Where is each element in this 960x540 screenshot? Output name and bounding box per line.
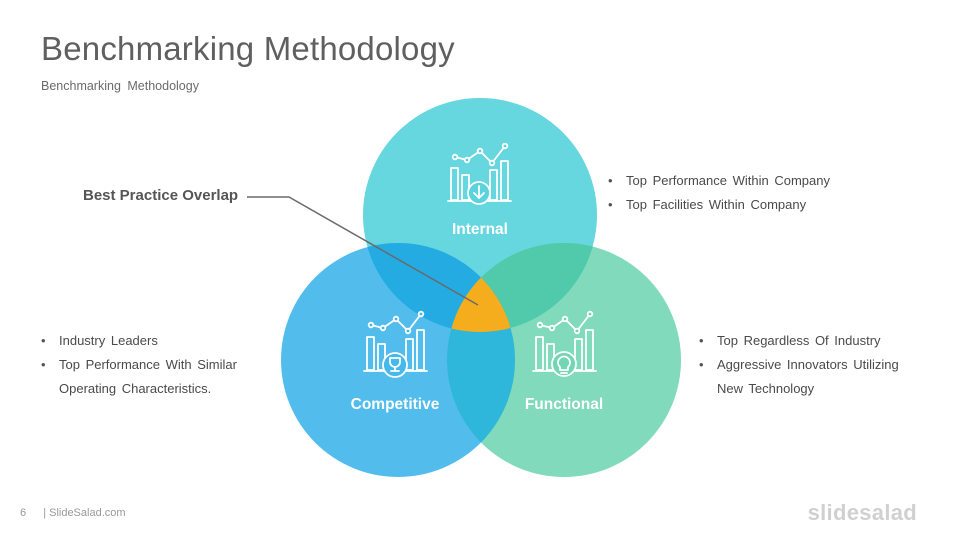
internal-bullets: Top Performance Within Company Top Facil…	[608, 169, 848, 217]
callout-leader-line	[247, 196, 479, 306]
functional-bullets: Top Regardless Of Industry Aggressive In…	[699, 329, 919, 401]
list-item: Top Regardless Of Industry	[699, 329, 919, 353]
circle-label-competitive: Competitive	[351, 396, 440, 413]
slide-subtitle: Benchmarking Methodology	[41, 79, 199, 93]
footer: 6 | SlideSalad.com	[20, 507, 126, 519]
list-item: Top Performance Within Company	[608, 169, 848, 193]
list-item: Top Facilities Within Company	[608, 193, 848, 217]
page-number: 6	[20, 507, 27, 519]
list-item: Aggressive Innovators Utilizing New Tech…	[699, 353, 919, 401]
footer-site[interactable]: | SlideSalad.com	[43, 507, 126, 519]
overlap-internal-competitive	[363, 243, 515, 332]
brand-logo: slidesalad	[807, 500, 917, 525]
circle-label-functional: Functional	[525, 396, 603, 413]
competitive-bullets: Industry Leaders Top Performance With Si…	[41, 329, 256, 401]
slide-title: Benchmarking Methodology	[41, 30, 455, 67]
overlap-internal-functional	[447, 243, 597, 332]
chart-trophy-icon	[363, 310, 428, 378]
circle-label-internal: Internal	[452, 221, 508, 238]
best-practice-callout: Best Practice Overlap	[83, 187, 239, 204]
chart-download-icon	[447, 142, 512, 205]
chart-lightbulb-icon	[532, 310, 597, 377]
list-item: Industry Leaders	[41, 329, 256, 353]
list-item: Top Performance With Similar Operating C…	[41, 353, 256, 401]
